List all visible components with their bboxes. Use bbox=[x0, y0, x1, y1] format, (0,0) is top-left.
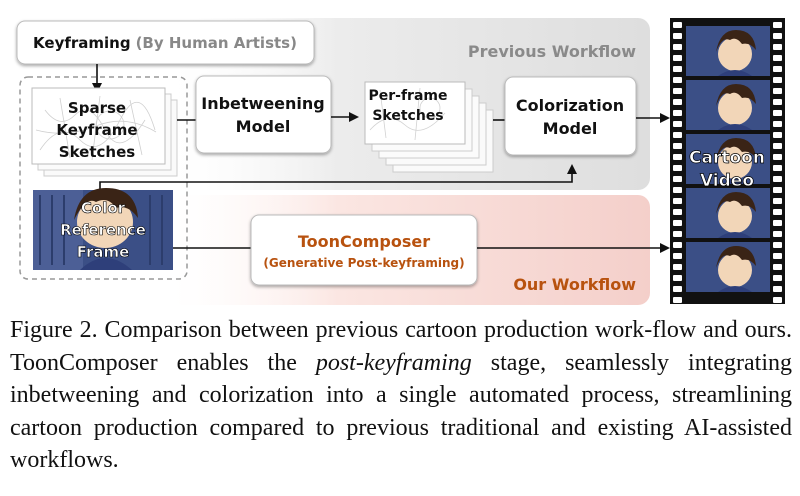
film-perforation bbox=[673, 242, 682, 248]
film-perforation bbox=[673, 88, 682, 94]
input-dashed-region bbox=[19, 76, 188, 280]
film-perforation bbox=[773, 33, 782, 39]
film-perforation bbox=[673, 264, 682, 270]
sparse-keyframe-sketches: Sparse Keyframe Sketches bbox=[31, 87, 178, 177]
film-perforation bbox=[673, 297, 682, 303]
sparse-label-1: Sparse bbox=[68, 99, 126, 117]
film-perforation bbox=[673, 110, 682, 116]
film-perforation bbox=[773, 121, 782, 127]
caption-part2: stage, seamlessly integrating inbetweeni… bbox=[10, 349, 792, 474]
video-frame bbox=[686, 134, 770, 184]
previous-workflow-label: Previous Workflow bbox=[468, 42, 636, 61]
colorization-label-1: Colorization bbox=[516, 96, 624, 115]
film-perforation bbox=[773, 176, 782, 182]
reference-to-colorization-arrow bbox=[99, 164, 577, 190]
film-perforation bbox=[673, 22, 682, 28]
film-perforation bbox=[773, 44, 782, 50]
perframe-label-2: Sketches bbox=[372, 108, 443, 124]
figure-caption: Figure 2. Comparison between previous ca… bbox=[10, 314, 792, 477]
video-frame bbox=[686, 80, 770, 130]
reference-label-2: Reference bbox=[60, 221, 146, 239]
film-perforation bbox=[673, 176, 682, 182]
film-perforation bbox=[773, 22, 782, 28]
film-perforation bbox=[673, 33, 682, 39]
film-perforation bbox=[773, 242, 782, 248]
film-perforation bbox=[673, 132, 682, 138]
film-perforation bbox=[773, 88, 782, 94]
film-perforation bbox=[773, 143, 782, 149]
colorization-model-box bbox=[504, 76, 637, 156]
film-perforation bbox=[673, 121, 682, 127]
tooncomposer-subtitle: (Generative Post-keyframing) bbox=[263, 256, 464, 270]
film-perforation bbox=[673, 165, 682, 171]
caption-part1: Figure 2. Comparison between previous ca… bbox=[10, 317, 792, 376]
film-perforation bbox=[673, 66, 682, 72]
film-perforation bbox=[773, 132, 782, 138]
tooncomposer-box bbox=[250, 214, 478, 286]
inbetweening-label-1: Inbetweening bbox=[201, 94, 325, 113]
film-perforation bbox=[773, 165, 782, 171]
film-perforation bbox=[773, 297, 782, 303]
caption-emphasis: post-keyframing bbox=[315, 349, 472, 376]
inbetweening-label-2: Model bbox=[236, 117, 291, 136]
film-perforation bbox=[773, 66, 782, 72]
film-perforation bbox=[673, 55, 682, 61]
inbetweening-model-box bbox=[195, 75, 332, 154]
video-label-2: Video bbox=[700, 171, 754, 191]
reference-label-1: Color bbox=[81, 199, 126, 217]
film-perforation bbox=[673, 220, 682, 226]
tooncomposer-title: ToonComposer bbox=[298, 232, 430, 251]
film-perforation bbox=[673, 154, 682, 160]
film-perforation bbox=[773, 209, 782, 215]
film-perforation bbox=[773, 55, 782, 61]
film-perforation bbox=[773, 275, 782, 281]
film-perforation bbox=[773, 264, 782, 270]
film-perforation bbox=[673, 99, 682, 105]
film-perforation bbox=[673, 187, 682, 193]
per-frame-sketches: Per-frame Sketches bbox=[364, 81, 494, 173]
film-perforation bbox=[673, 275, 682, 281]
video-frame bbox=[686, 26, 770, 76]
film-perforation bbox=[773, 286, 782, 292]
film-perforation bbox=[773, 110, 782, 116]
video-label-1: Cartoon bbox=[689, 148, 765, 168]
film-perforation bbox=[773, 77, 782, 83]
video-frame bbox=[686, 188, 770, 238]
film-perforation bbox=[673, 198, 682, 204]
film-perforation bbox=[773, 187, 782, 193]
film-perforation bbox=[773, 231, 782, 237]
film-perforation bbox=[773, 154, 782, 160]
film-perforation bbox=[773, 198, 782, 204]
cartoon-video-filmstrip: Cartoon Video bbox=[670, 18, 785, 304]
film-perforation bbox=[673, 253, 682, 259]
sparse-label-3: Sketches bbox=[59, 143, 135, 161]
video-frame bbox=[686, 242, 770, 292]
keyframing-label: Keyframing(By Human Artists) bbox=[33, 34, 297, 52]
reference-label-3: Frame bbox=[77, 243, 130, 261]
color-reference-frame: Color Reference Frame bbox=[33, 188, 173, 270]
film-perforation bbox=[773, 99, 782, 105]
keyframing-box bbox=[16, 20, 315, 65]
perframe-label-1: Per-frame bbox=[369, 88, 448, 104]
film-perforation bbox=[673, 143, 682, 149]
film-perforation bbox=[673, 44, 682, 50]
film-perforation bbox=[673, 209, 682, 215]
film-perforation bbox=[673, 77, 682, 83]
film-perforation bbox=[673, 231, 682, 237]
workflow-diagram: Previous Workflow Our Workflow Keyframin… bbox=[16, 18, 785, 305]
film-perforation bbox=[773, 253, 782, 259]
film-perforation bbox=[673, 286, 682, 292]
our-workflow-label: Our Workflow bbox=[513, 275, 636, 294]
sparse-label-2: Keyframe bbox=[56, 121, 137, 139]
film-perforation bbox=[773, 220, 782, 226]
colorization-label-2: Model bbox=[543, 119, 598, 138]
